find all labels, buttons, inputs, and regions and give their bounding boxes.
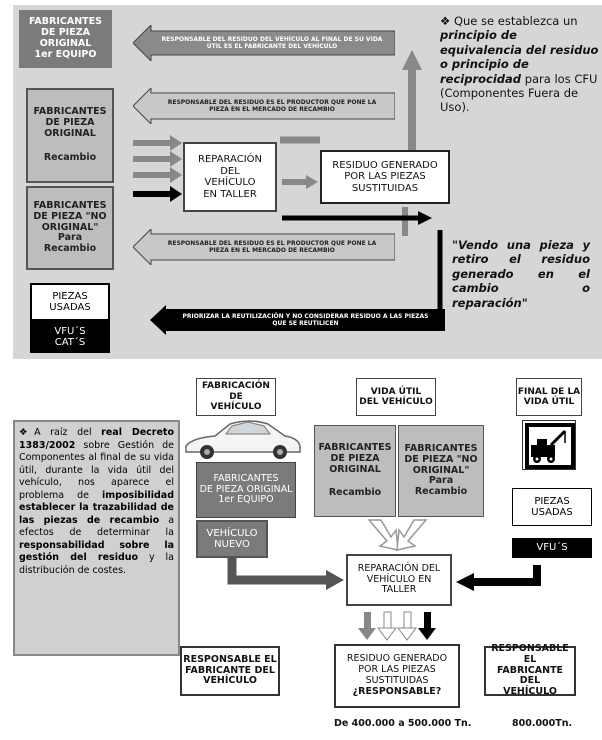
bottom-piezas-usadas-box: PIEZAS USADAS (512, 488, 592, 526)
arrow-responsable-productor-1: RESPONSABLE DEL RESIDUO ES EL PRODUCTOR … (133, 88, 395, 124)
reparacion-taller-box: REPARACIÓN DEL VEHÍCULO EN TALLER (183, 142, 277, 212)
residuo-generado-box: RESIDUO GENERADO POR LAS PIEZAS SUSTITUI… (320, 150, 450, 204)
header-final-vida-util: FINAL DE LA VIDA ÚTIL (516, 378, 582, 416)
tow-truck-icon (522, 420, 576, 470)
header-fabricacion-vehiculo: FABRICACIÓN DE VEHÍCULO (196, 378, 276, 416)
fab-original-1er-equipo-box: FABRICANTES DE PIEZA ORIGINAL 1er EQUIPO (19, 10, 112, 68)
resp-right-box: RESPONSABLE EL FABRICANTE DEL VEHÍCULO (484, 643, 576, 697)
real-decreto-text-box: ❖A raíz del real Decreto 1383/2002 sobre… (13, 420, 180, 656)
vfu-cat-box: VFU´S CAT´S (30, 321, 110, 353)
fab-no-original-box: FABRICANTES DE PIEZA "NO ORIGINAL" Para … (26, 186, 114, 270)
bottom-residuo-box: RESIDUO GENERADO POR LAS PIEZAS SUSTITUI… (334, 644, 460, 708)
bottom-fab-1er-equipo-box: FABRICANTES DE PIEZA ORIGINAL 1er EQUIPO (196, 462, 296, 518)
fab-original-recambio-box: FABRICANTES DE PIEZA ORIGINAL Recambio (26, 88, 114, 183)
vendo-pieza-quote: "Vendo una pieza y retiro el residuo gen… (452, 238, 590, 310)
vehiculo-nuevo-box: VEHÍCULO NUEVO (196, 520, 268, 558)
principio-equivalencia-note: ❖ Que se establezca un principio de equi… (440, 14, 599, 115)
bottom-vfu-box: VFU´S (512, 538, 592, 558)
arrow-priorizar-reutilizacion: PRIORIZAR LA REUTILIZACIÓN Y NO CONSIDER… (150, 305, 445, 335)
arrow-responsable-productor-2: RESPONSABLE DEL RESIDUO ES EL PRODUCTOR … (133, 229, 395, 265)
tonnage-mid-label: De 400.000 a 500.000 Tn. (334, 718, 472, 729)
bottom-reparacion-box: REPARACIÓN DEL VEHÍCULO EN TALLER (346, 554, 452, 606)
tonnage-right-label: 800.000Tn. (512, 718, 573, 729)
bottom-fab-original-box: FABRICANTES DE PIEZA ORIGINAL Recambio (314, 425, 396, 517)
arrow-responsable-fabricante: RESPONSABLE DEL RESIDUO DEL VEHÍCULO AL … (133, 25, 395, 61)
header-vida-util: VIDA ÚTIL DEL VEHÍCULO (356, 378, 436, 416)
bottom-fab-no-original-box: FABRICANTES DE PIEZA "NO ORIGINAL" Para … (398, 425, 484, 517)
piezas-usadas-box: PIEZAS USADAS (30, 283, 110, 321)
resp-left-box: RESPONSABLE EL FABRICANTE DEL VEHÍCULO (180, 646, 280, 696)
